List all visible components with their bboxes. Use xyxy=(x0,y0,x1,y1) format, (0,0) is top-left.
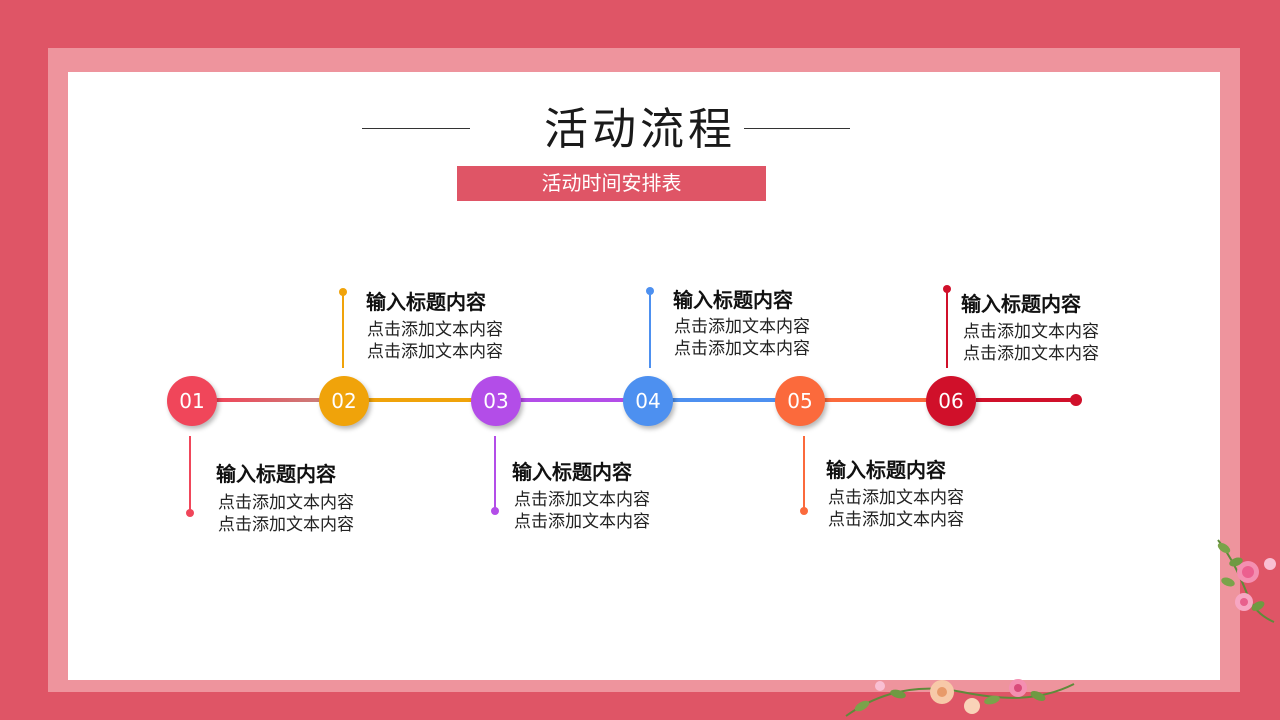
step-number-badge[interactable]: 01 xyxy=(167,376,217,426)
step-title[interactable]: 输入标题内容 xyxy=(366,290,486,314)
step-text-line[interactable]: 点击添加文本内容 xyxy=(514,512,650,532)
step-text-line[interactable]: 点击添加文本内容 xyxy=(828,510,964,530)
slide-title: 活动流程 xyxy=(544,104,736,155)
step-stem-dot xyxy=(491,507,499,515)
step-text-line[interactable]: 点击添加文本内容 xyxy=(828,488,964,508)
timeline-segment xyxy=(672,398,780,402)
step-number-badge[interactable]: 05 xyxy=(775,376,825,426)
step-number-badge[interactable]: 04 xyxy=(623,376,673,426)
timeline-end-dot xyxy=(1070,394,1082,406)
timeline-segment xyxy=(520,398,628,402)
step-stem-line xyxy=(189,436,191,512)
title-left-rule xyxy=(362,128,470,129)
step-text-line[interactable]: 点击添加文本内容 xyxy=(963,344,1099,364)
step-number-badge[interactable]: 06 xyxy=(926,376,976,426)
step-title[interactable]: 输入标题内容 xyxy=(826,458,946,482)
step-text-line[interactable]: 点击添加文本内容 xyxy=(218,515,354,535)
floral-decoration-icon xyxy=(1217,539,1276,623)
step-text-line[interactable]: 点击添加文本内容 xyxy=(218,493,354,513)
step-stem-line xyxy=(342,292,344,368)
step-text-line[interactable]: 点击添加文本内容 xyxy=(367,342,503,362)
floral-decoration-icon xyxy=(845,679,1075,717)
step-stem-line xyxy=(803,436,805,510)
step-stem-dot xyxy=(800,507,808,515)
step-number-badge[interactable]: 03 xyxy=(471,376,521,426)
step-stem-dot xyxy=(186,509,194,517)
step-title[interactable]: 输入标题内容 xyxy=(673,288,793,312)
timeline-segment xyxy=(368,398,476,402)
step-text-line[interactable]: 点击添加文本内容 xyxy=(963,322,1099,342)
slide-subtitle: 活动时间安排表 xyxy=(457,166,766,201)
step-number-badge[interactable]: 02 xyxy=(319,376,369,426)
step-stem-line xyxy=(494,436,496,510)
step-text-line[interactable]: 点击添加文本内容 xyxy=(367,320,503,340)
title-right-rule xyxy=(744,128,850,129)
step-stem-line xyxy=(946,289,948,368)
step-title[interactable]: 输入标题内容 xyxy=(512,460,632,484)
step-stem-line xyxy=(649,291,651,368)
step-text-line[interactable]: 点击添加文本内容 xyxy=(514,490,650,510)
step-title[interactable]: 输入标题内容 xyxy=(216,462,336,486)
timeline-segment xyxy=(976,398,1076,402)
step-text-line[interactable]: 点击添加文本内容 xyxy=(674,317,810,337)
timeline-segment xyxy=(216,398,324,402)
step-title[interactable]: 输入标题内容 xyxy=(961,292,1081,316)
step-text-line[interactable]: 点击添加文本内容 xyxy=(674,339,810,359)
timeline-segment xyxy=(824,398,932,402)
